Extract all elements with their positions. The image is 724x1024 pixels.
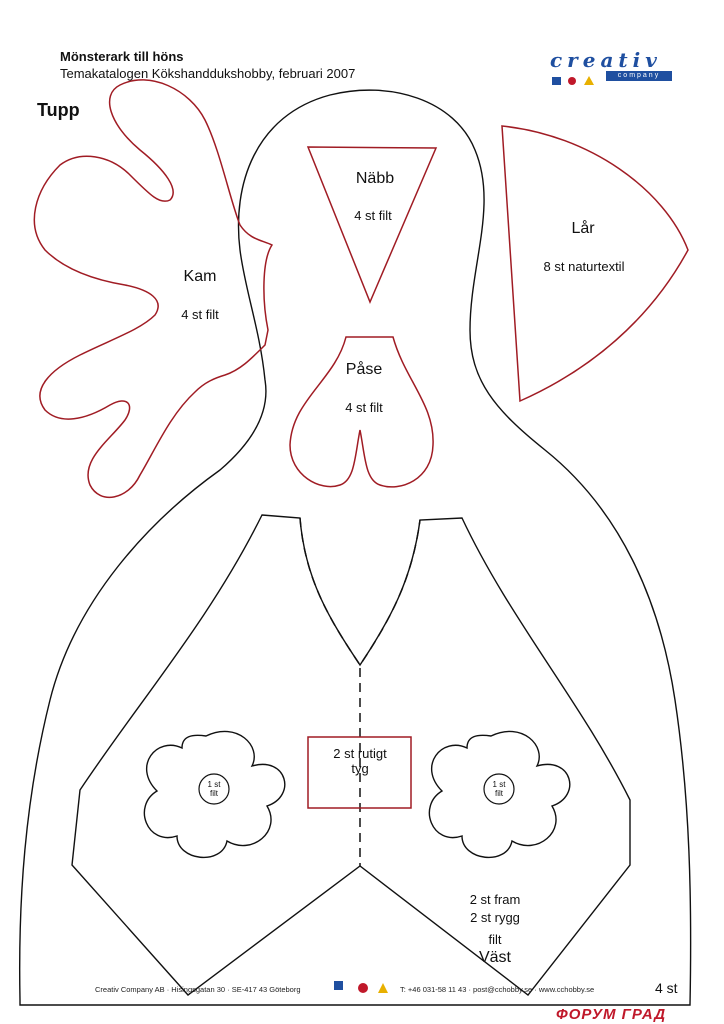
pocket-label: 2 st rutigt tyg <box>310 746 410 776</box>
section-title: Tupp <box>37 100 80 120</box>
sheet-title: Mönsterark till höns <box>60 49 184 64</box>
flower-left-label: 1 st filt <box>199 780 229 798</box>
flower-right-line1: 1 st <box>492 780 506 789</box>
lar-piece <box>501 125 689 403</box>
body-outline <box>18 89 692 1006</box>
kam-qty: 4 st filt <box>181 307 219 322</box>
flower-left-line2: filt <box>210 789 218 798</box>
flower-left-line1: 1 st <box>207 780 221 789</box>
vast-label: 2 st fram 2 st rygg filt Väst <box>445 891 545 967</box>
footer-contact: T: +46 031-58 11 43 · post@cchobby.se · … <box>400 985 595 994</box>
flower-left-piece <box>143 730 286 858</box>
footer-address: Creativ Company AB · Hisingsgatan 30 · S… <box>95 985 301 994</box>
pocket-piece <box>307 736 412 809</box>
vast-line1: 2 st fram <box>469 892 521 907</box>
vast-dashed-neckline <box>299 517 421 667</box>
nabb-label: Näbb <box>355 170 395 187</box>
logo-shapes <box>552 72 594 90</box>
sheet-subtitle: Temakatalogen Kökshanddukshobby, februar… <box>60 66 356 81</box>
brand-logo: creativ company <box>548 48 673 85</box>
watermark: ФОРУМ ГРАД <box>556 1006 667 1023</box>
flower-right-line2: filt <box>495 789 503 798</box>
pocket-line2: tyg <box>351 761 369 776</box>
pase-qty: 4 st filt <box>345 400 383 415</box>
kam-piece <box>33 79 274 499</box>
pocket-line1: 2 st rutigt <box>333 746 387 761</box>
body-qty: 4 st <box>655 980 678 996</box>
logo-wordmark: creativ <box>550 48 662 72</box>
nabb-qty: 4 st filt <box>354 208 392 223</box>
vast-name: Väst <box>478 949 511 966</box>
pase-piece <box>289 336 434 488</box>
footer-icons <box>334 981 388 993</box>
lar-qty: 8 st naturtextil <box>543 259 625 274</box>
flower-right-label: 1 st filt <box>484 780 514 798</box>
lar-label: Lår <box>571 220 595 237</box>
logo-tagline: company <box>606 71 672 81</box>
flower-right-piece <box>428 730 571 858</box>
vast-line2: 2 st rygg <box>470 910 520 925</box>
kam-label: Kam <box>183 268 217 285</box>
pase-label: Påse <box>345 361 383 378</box>
vast-line3: filt <box>488 932 502 947</box>
nabb-piece <box>306 146 438 304</box>
